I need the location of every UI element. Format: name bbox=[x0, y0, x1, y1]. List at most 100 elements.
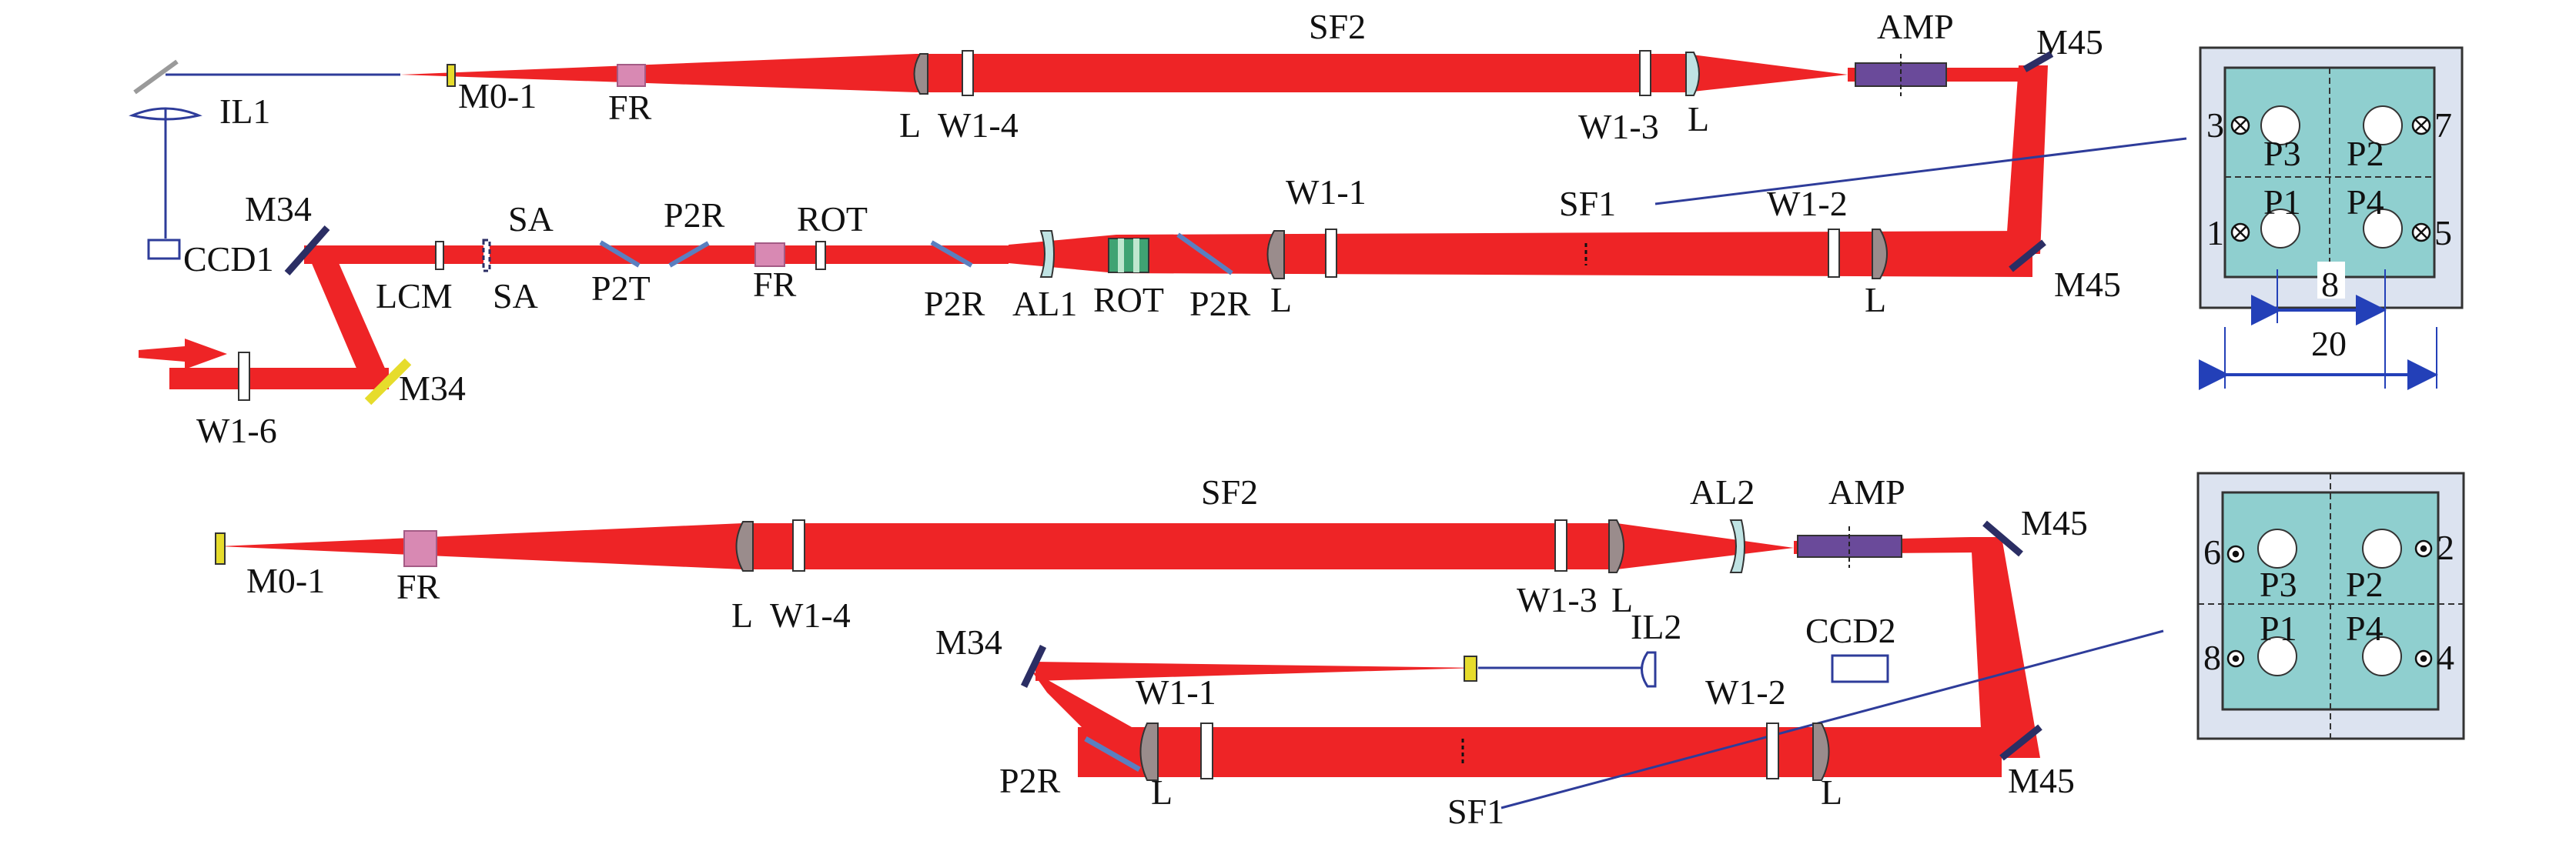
lower-w1-4-window bbox=[792, 519, 805, 572]
lower-layout: M0-1 FR L W1-4 SF2 W1-3 L AL2 AMP M45 M3… bbox=[215, 472, 2465, 831]
lower-w1-2-window bbox=[1766, 723, 1779, 779]
label-m45-top: M45 bbox=[2036, 22, 2103, 62]
lower-spot-panel: P3 P2 P1 P4 6 2 8 4 bbox=[2196, 472, 2465, 740]
ccd1-box bbox=[147, 239, 181, 260]
label-lower-sf1: SF1 bbox=[1447, 792, 1504, 831]
beam-mid-left bbox=[1009, 235, 1116, 273]
panel-lower-p1: P1 bbox=[2260, 609, 2297, 648]
label-lower-al2: AL2 bbox=[1690, 472, 1755, 512]
upper-layout: IL1 CCD1 M0-1 FR L W1-4 SF2 W1-3 L AMP M… bbox=[129, 7, 2464, 450]
label-lower-p2r: P2R bbox=[999, 761, 1061, 800]
panel-lower-p3: P3 bbox=[2260, 565, 2297, 604]
beam-lower-top-cone bbox=[219, 523, 743, 569]
lower-ccd2-box bbox=[1831, 654, 1889, 683]
beam-bottom-input bbox=[169, 368, 389, 389]
label-w1-1: W1-1 bbox=[1286, 172, 1367, 212]
lower-components bbox=[215, 519, 2042, 781]
w1-6-window bbox=[238, 352, 250, 401]
lower-beams bbox=[219, 523, 2040, 777]
lower-m34-mirror bbox=[1020, 645, 1047, 688]
label-sf2: SF2 bbox=[1309, 7, 1366, 46]
al1-lens bbox=[1039, 230, 1055, 278]
beam-lower-right-vertical bbox=[1971, 537, 2040, 758]
label-lower-l-right: L bbox=[1611, 580, 1633, 619]
m45-top-mirror bbox=[2022, 51, 2054, 72]
label-w1-2: W1-2 bbox=[1767, 184, 1848, 223]
p2r-top-plate bbox=[668, 241, 710, 268]
label-l-left: L bbox=[899, 105, 921, 145]
beam-top-focus bbox=[1686, 54, 1848, 92]
label-p2r-right: P2R bbox=[1189, 284, 1251, 323]
label-al1: AL1 bbox=[1012, 284, 1077, 323]
panel-upper-p2: P2 bbox=[2347, 134, 2384, 173]
label-m34-bottom: M34 bbox=[399, 369, 466, 408]
panel-upper-n3: 3 bbox=[2206, 105, 2224, 145]
p2r-mid-plate bbox=[930, 240, 973, 268]
label-lcm: LCM bbox=[376, 276, 453, 315]
m34-bottom-mirror bbox=[364, 358, 412, 405]
label-lower-l-left: L bbox=[731, 596, 753, 635]
m45-bottom-mirror bbox=[2009, 239, 2046, 272]
lens-l-mid-right bbox=[1872, 229, 1888, 279]
lower-lens-l-right bbox=[1608, 519, 1624, 573]
beam-lower-bottom-main bbox=[1078, 727, 2002, 777]
lower-lens-l-br bbox=[1812, 723, 1830, 781]
beam-lower-top-focus bbox=[1617, 523, 1794, 569]
m0-1-mirror bbox=[447, 64, 456, 87]
beam-top-cone bbox=[400, 54, 916, 92]
input-arrow bbox=[139, 339, 227, 369]
lcm-window bbox=[435, 241, 444, 270]
il1-mirror bbox=[133, 59, 179, 95]
lower-il2-lens bbox=[1641, 651, 1657, 688]
label-sa-top: SA bbox=[508, 199, 554, 239]
label-lower-m45-bottom: M45 bbox=[2008, 761, 2075, 800]
panel-upper-dim-outer: 20 bbox=[2311, 324, 2347, 363]
panel-upper-p4: P4 bbox=[2347, 182, 2384, 222]
label-il1: IL1 bbox=[219, 92, 270, 131]
lens-l-right bbox=[1685, 52, 1700, 96]
beam-top-main bbox=[916, 54, 1686, 92]
lower-w1-1-window bbox=[1200, 723, 1213, 779]
label-rot-top: ROT bbox=[797, 199, 868, 239]
label-lower-m0-1: M0-1 bbox=[246, 561, 325, 600]
lens-l-mid bbox=[1266, 230, 1285, 279]
label-lower-w1-3: W1-3 bbox=[1517, 580, 1597, 619]
label-m45-bottom: M45 bbox=[2054, 265, 2121, 304]
panel-lower-n2: 2 bbox=[2437, 528, 2454, 567]
p2t-plate bbox=[599, 240, 641, 268]
label-w1-3: W1-3 bbox=[1578, 107, 1659, 146]
label-lower-sf2: SF2 bbox=[1201, 472, 1258, 512]
label-lower-fr: FR bbox=[396, 567, 440, 606]
label-p2r-top: P2R bbox=[664, 195, 725, 235]
label-fr-mid: FR bbox=[753, 265, 797, 304]
label-rot-bottom: ROT bbox=[1093, 280, 1164, 319]
upper-spot-panel: P3 P2 P1 P4 3 7 1 5 8 20 bbox=[2199, 46, 2464, 390]
panel-upper-n7: 7 bbox=[2434, 105, 2452, 145]
label-lower-amp: AMP bbox=[1828, 472, 1905, 512]
label-lower-w1-2: W1-2 bbox=[1705, 672, 1786, 712]
label-sa-bottom: SA bbox=[493, 276, 538, 315]
panel-lower-p4: P4 bbox=[2346, 609, 2384, 648]
lower-labels: M0-1 FR L W1-4 SF2 W1-3 L AL2 AMP M45 M3… bbox=[246, 472, 2088, 831]
lens-l-left bbox=[913, 53, 928, 95]
lower-al2-lens bbox=[1729, 519, 1745, 573]
label-l-mid-right: L bbox=[1865, 280, 1886, 319]
rot-top-window bbox=[815, 241, 826, 270]
lower-m0-1-mirror bbox=[215, 532, 226, 565]
lower-lens-l-left bbox=[735, 521, 754, 572]
panel-upper-n1: 1 bbox=[2206, 213, 2224, 252]
label-sf1: SF1 bbox=[1559, 184, 1616, 223]
label-l-right: L bbox=[1688, 99, 1709, 138]
lower-yellow-element bbox=[1464, 656, 1477, 682]
p2r-right-plate bbox=[1176, 232, 1233, 275]
lower-lens-l-bl bbox=[1139, 723, 1159, 781]
beam-right-vertical bbox=[2006, 65, 2048, 254]
label-p2t: P2T bbox=[591, 269, 651, 308]
beam-lower-top-main bbox=[743, 523, 1617, 569]
sa-aperture bbox=[482, 239, 491, 272]
panel-lower-n4: 4 bbox=[2437, 638, 2454, 677]
label-m34-top: M34 bbox=[245, 189, 312, 229]
label-lower-ccd2: CCD2 bbox=[1805, 611, 1896, 650]
label-w1-4: W1-4 bbox=[938, 105, 1019, 145]
